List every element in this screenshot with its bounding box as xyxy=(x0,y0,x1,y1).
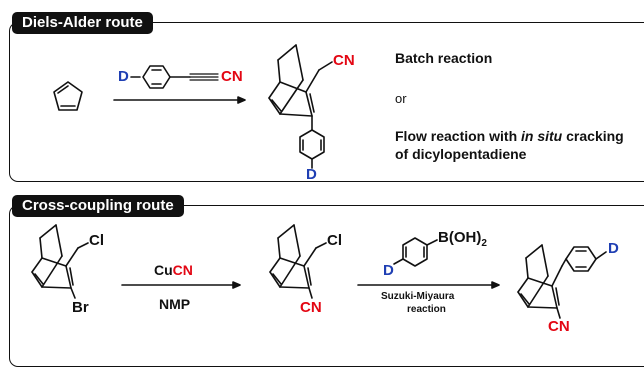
reaction-arrow-diels-alder xyxy=(113,96,246,104)
cyclopentadiene-structure xyxy=(53,81,83,111)
chloro-norbornadiene-nitrile-structure xyxy=(269,224,327,299)
condition-batch: Batch reaction xyxy=(395,50,493,66)
condition-flow-italic: in situ xyxy=(521,128,563,144)
diels-alder-title: Diels-Alder route xyxy=(12,12,153,34)
condition-flow-line2: of dicylopentadiene xyxy=(395,146,527,162)
step1-reagent-nitrile: CN xyxy=(172,262,193,278)
product-deuterium-label-cc: D xyxy=(608,240,619,257)
reaction-arrow-suzuki xyxy=(357,281,500,289)
step1-reagent-copper: Cu xyxy=(154,262,173,278)
product-deuterium-label: D xyxy=(306,166,317,183)
aryl-norbornadiene-nitrile-structure xyxy=(517,244,607,319)
condition-flow-suffix: cracking xyxy=(562,128,624,144)
start-chloro-label: Cl xyxy=(89,232,104,249)
boronic-group: B(OH) xyxy=(438,229,482,246)
reagent-deuterium-label: D xyxy=(118,68,129,85)
aryl-boronic-acid-structure xyxy=(393,237,438,267)
step2-condition-line1: Suzuki-Miyaura xyxy=(381,291,455,302)
product-nitrile-label: CN xyxy=(333,52,355,69)
boronic-subscript: 2 xyxy=(481,238,487,249)
structure-drawings xyxy=(31,44,607,319)
start-bromo-label: Br xyxy=(72,299,89,316)
condition-flow-line1: Flow reaction with in situ cracking xyxy=(395,128,624,144)
condition-or: or xyxy=(395,91,407,106)
cross-coupling-title: Cross-coupling route xyxy=(12,195,184,217)
product-nitrile-label-cc: CN xyxy=(548,318,570,335)
scheme-canvas: Diels-Alder route Cross-coupling route xyxy=(9,12,644,367)
intermediate-nitrile-label: CN xyxy=(300,299,322,316)
condition-flow-prefix: Flow reaction with xyxy=(395,128,522,144)
reaction-arrow-cyanation xyxy=(121,281,241,289)
diels-alder-panel xyxy=(9,22,644,182)
step1-solvent: NMP xyxy=(159,296,191,312)
aryl-propiolonitrile-structure xyxy=(130,65,219,89)
boronic-acid-label: B(OH)2 xyxy=(438,229,487,249)
boronic-deuterium-label: D xyxy=(383,262,394,279)
step2-condition-line2: reaction xyxy=(407,304,446,315)
reagent-nitrile-label: CN xyxy=(221,68,243,85)
step1-reagent: CuCN xyxy=(154,262,193,278)
norbornadiene-nitrile-structure xyxy=(268,44,333,169)
intermediate-chloro-label: Cl xyxy=(327,232,342,249)
bromo-chloro-norbornadiene-structure xyxy=(31,224,89,299)
